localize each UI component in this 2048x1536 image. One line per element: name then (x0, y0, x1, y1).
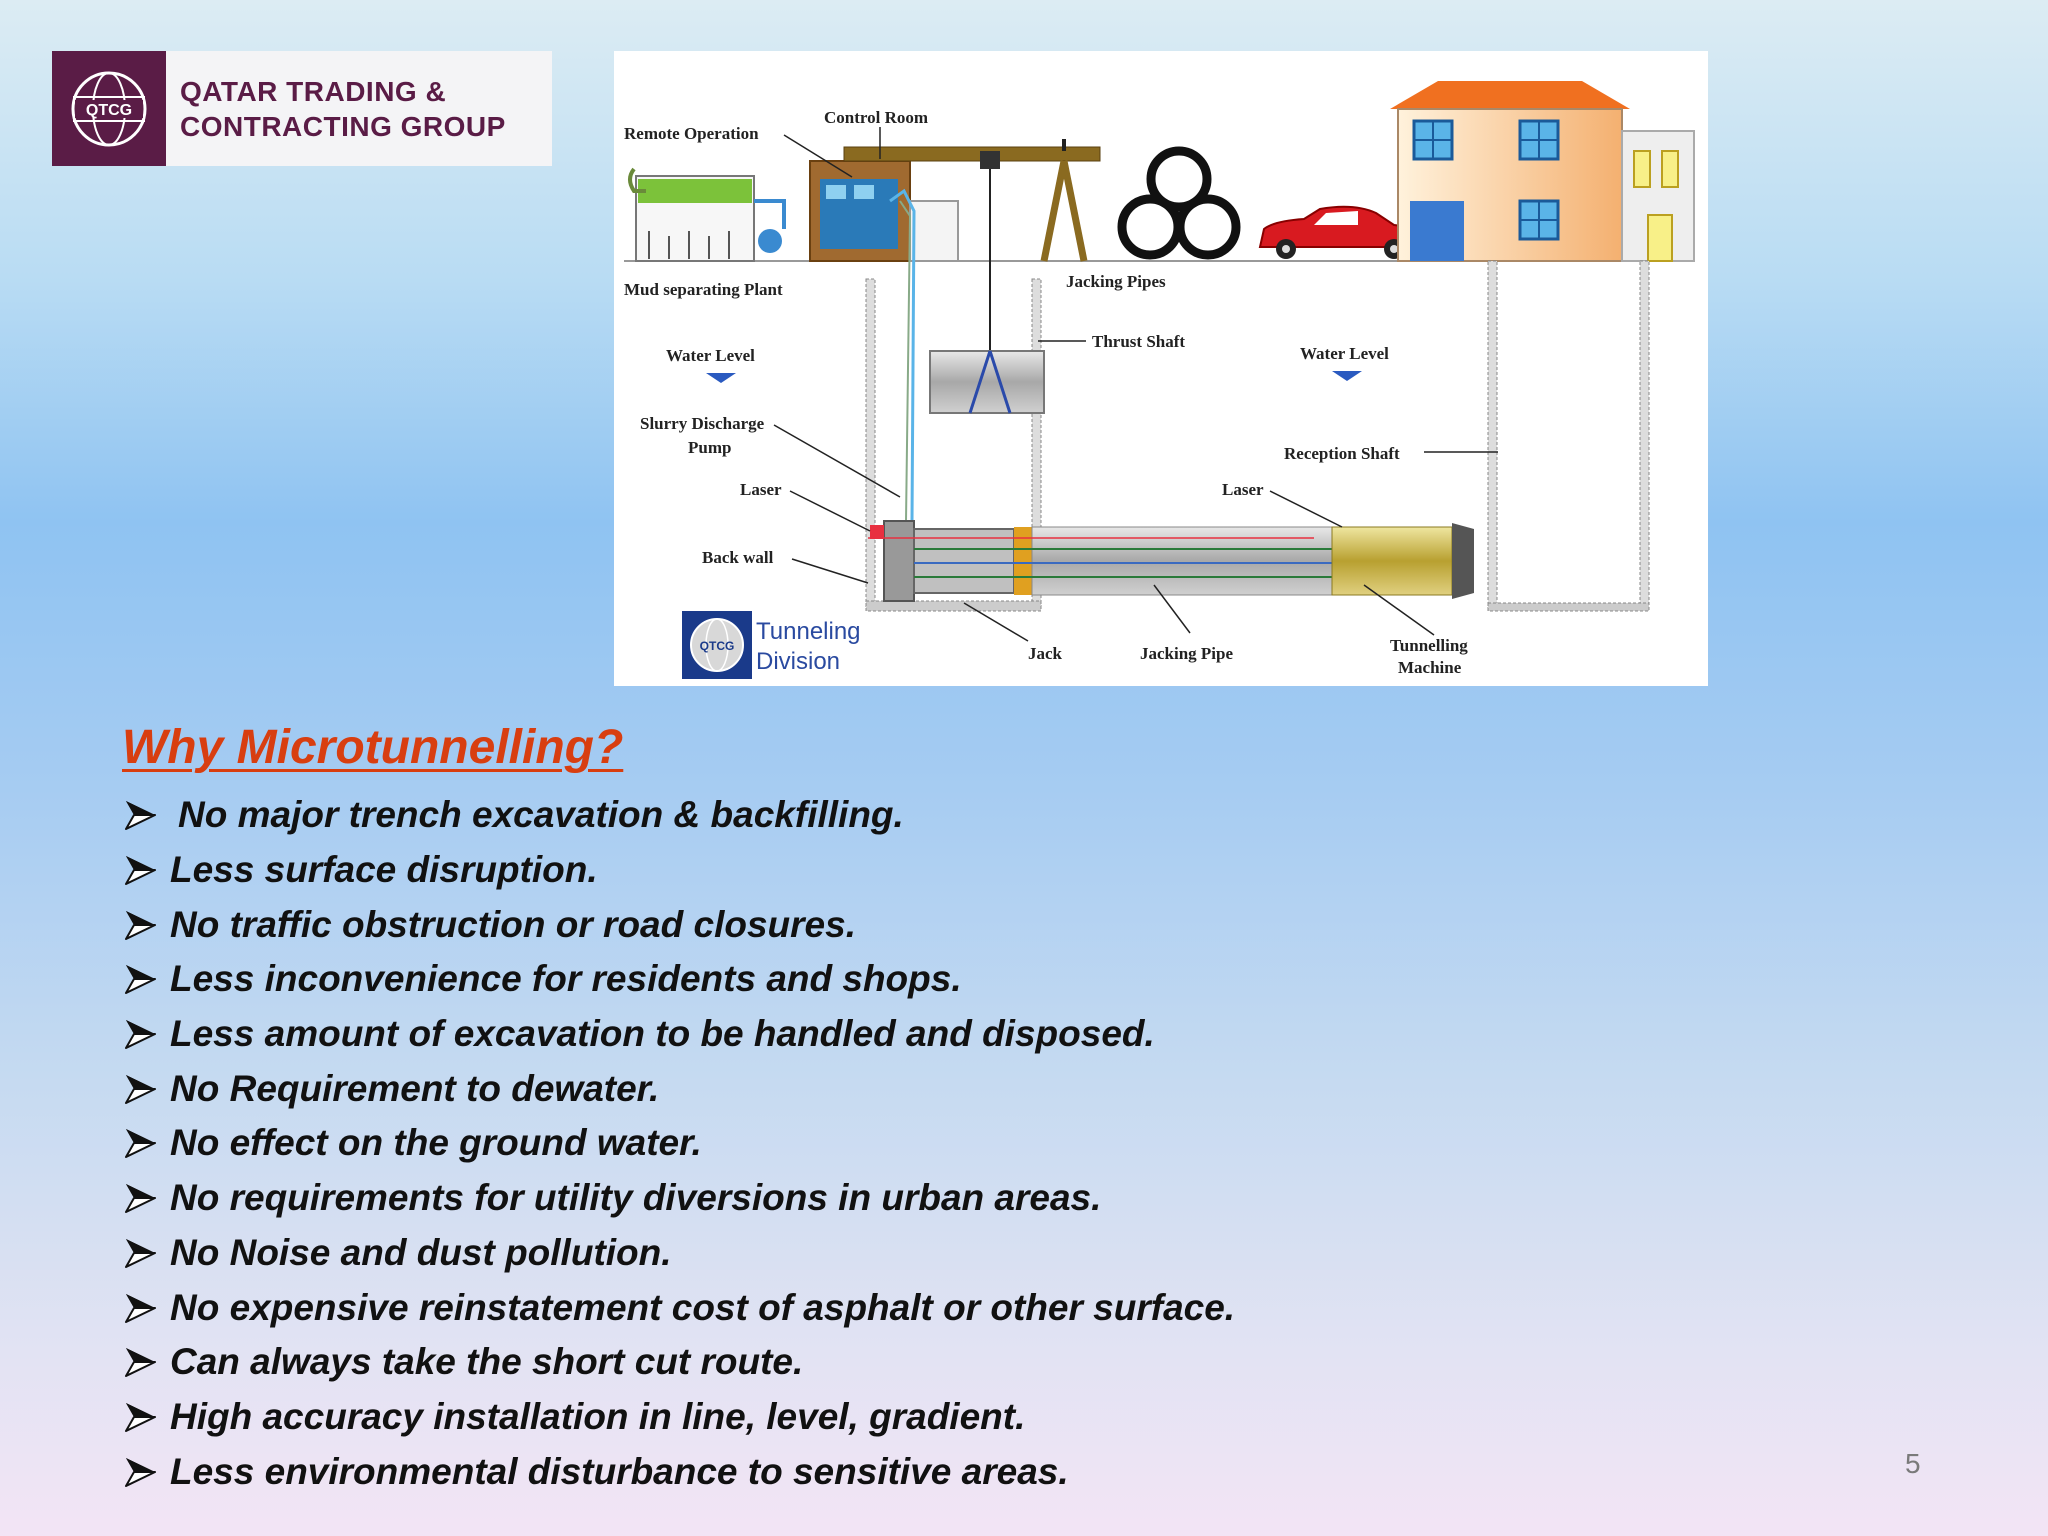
qtcg-globe-icon: QTCG (52, 51, 166, 166)
list-item: Can always take the short cut route. (122, 1335, 1235, 1390)
division-line-2: Division (756, 648, 840, 675)
arrow-bullet-icon (122, 907, 158, 943)
benefits-list: No major trench excavation & backfilling… (122, 788, 1235, 1499)
list-item-text: Less environmental disturbance to sensit… (170, 1450, 1069, 1492)
list-item-text: No requirements for utility diversions i… (170, 1177, 1102, 1219)
label-laser-left: Laser (740, 480, 782, 499)
label-jacking-pipe: Jacking Pipe (1140, 644, 1233, 663)
microtunnelling-diagram: Remote Operation Control Room Mud separa… (614, 51, 1708, 686)
arrow-bullet-icon (122, 797, 158, 833)
list-item: No Requirement to dewater. (122, 1061, 1235, 1116)
water-level-right-marker (1332, 371, 1362, 381)
hanging-pipe-segment (929, 350, 1045, 414)
arrow-bullet-icon (122, 1180, 158, 1216)
label-machine: Machine (1398, 658, 1462, 677)
arrow-bullet-icon (122, 1235, 158, 1271)
list-item-text: Can always take the short cut route. (170, 1341, 804, 1383)
list-item-text: No expensive reinstatement cost of aspha… (170, 1286, 1236, 1328)
arrow-bullet-icon (122, 1290, 158, 1326)
list-item: No requirements for utility diversions i… (122, 1171, 1235, 1226)
list-item-text: No effect on the ground water. (170, 1122, 702, 1164)
jacking-pipes-stack (1117, 146, 1241, 260)
logo-line-1: QATAR TRADING & (180, 75, 447, 107)
control-room (809, 160, 959, 262)
list-item: No effect on the ground water. (122, 1116, 1235, 1171)
section-heading: Why Microtunnelling? (122, 721, 624, 774)
list-item-text: Less surface disruption. (170, 849, 598, 891)
slurry-hose (889, 188, 916, 522)
label-remote-operation: Remote Operation (624, 124, 759, 143)
list-item-text: No major trench excavation & backfilling… (178, 794, 904, 836)
list-item-text: Less inconvenience for residents and sho… (170, 958, 962, 1000)
list-item: High accuracy installation in line, leve… (122, 1390, 1235, 1445)
company-logo: QTCG QATAR TRADING & CONTRACTING GROUP (52, 51, 552, 166)
label-control-room: Control Room (824, 108, 928, 127)
arrow-bullet-icon (122, 852, 158, 888)
label-laser-right: Laser (1222, 480, 1264, 499)
crane-gantry (843, 139, 1101, 351)
list-item-text: No traffic obstruction or road closures. (170, 903, 856, 945)
label-jack: Jack (1028, 644, 1063, 663)
label-slurry-discharge: Slurry Discharge (640, 414, 765, 433)
label-water-level-right: Water Level (1300, 344, 1389, 363)
arrow-bullet-icon (122, 1071, 158, 1107)
list-item-text: High accuracy installation in line, leve… (170, 1395, 1026, 1437)
arrow-bullet-icon (122, 961, 158, 997)
water-level-left-marker (706, 373, 736, 383)
list-item: Less amount of excavation to be handled … (122, 1007, 1235, 1062)
leader-lines (773, 127, 1498, 642)
list-item-text: Less amount of excavation to be handled … (170, 1013, 1155, 1055)
arrow-bullet-icon (122, 1344, 158, 1380)
arrow-bullet-icon (122, 1125, 158, 1161)
tunneling-division-logo: QTCG Tunneling Division (682, 611, 861, 679)
list-item: No traffic obstruction or road closures. (122, 897, 1235, 952)
buildings (1390, 81, 1695, 262)
list-item: Less environmental disturbance to sensit… (122, 1444, 1235, 1499)
arrow-bullet-icon (122, 1399, 158, 1435)
label-water-level-left: Water Level (666, 346, 755, 365)
logo-line-2: CONTRACTING GROUP (180, 110, 506, 142)
mud-separating-plant (628, 167, 786, 262)
list-item: Less surface disruption. (122, 843, 1235, 898)
list-item-text: No Noise and dust pollution. (170, 1231, 672, 1273)
logo-wordmark: QATAR TRADING & CONTRACTING GROUP (180, 74, 506, 144)
label-mud-plant: Mud separating Plant (624, 280, 783, 299)
list-item: Less inconvenience for residents and sho… (122, 952, 1235, 1007)
label-tunnelling: Tunnelling (1390, 636, 1468, 655)
list-item: No Noise and dust pollution. (122, 1226, 1235, 1281)
arrow-bullet-icon (122, 1016, 158, 1052)
division-line-1: Tunneling (756, 618, 861, 645)
car (1258, 205, 1421, 259)
page-number: 5 (1905, 1448, 1921, 1479)
list-item: No major trench excavation & backfilling… (122, 788, 1235, 843)
list-item: No expensive reinstatement cost of aspha… (122, 1280, 1235, 1335)
label-back-wall: Back wall (702, 548, 774, 567)
label-jacking-pipes: Jacking Pipes (1066, 272, 1166, 291)
list-item-text: No Requirement to dewater. (170, 1067, 660, 1109)
logo-mark-text: QTCG (86, 102, 132, 119)
jacking-pipe-string (868, 520, 1474, 602)
thrust-shaft (865, 278, 1042, 612)
division-mark-text: QTCG (700, 639, 735, 653)
label-thrust-shaft: Thrust Shaft (1092, 332, 1185, 351)
label-reception-shaft: Reception Shaft (1284, 444, 1400, 463)
reception-shaft (1487, 260, 1650, 612)
arrow-bullet-icon (122, 1454, 158, 1490)
label-slurry-pump: Pump (688, 438, 731, 457)
